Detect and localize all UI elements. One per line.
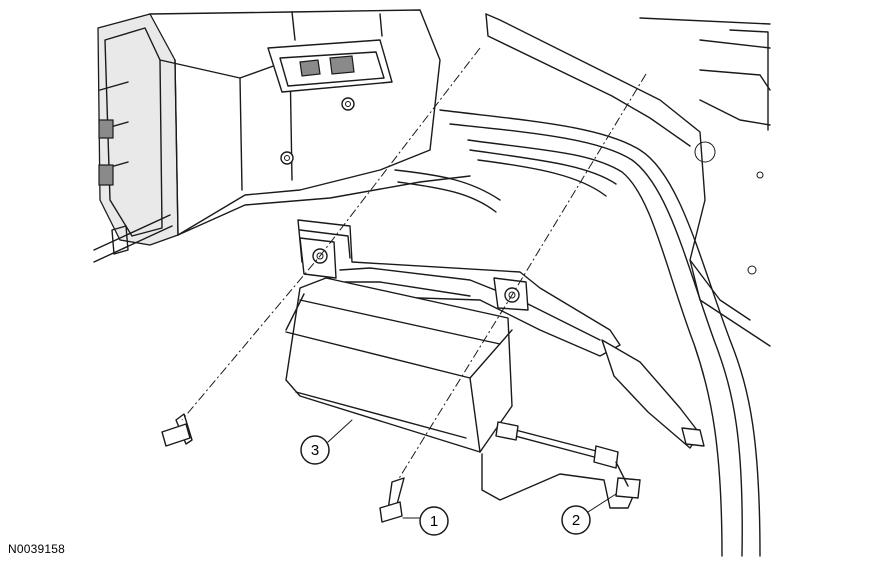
- instrument-panel-structure: [93, 9, 471, 263]
- callout-1: 1: [402, 506, 449, 536]
- bolt-lower: [379, 477, 405, 523]
- callout-2: 2: [561, 493, 617, 535]
- wiring-harness: [394, 109, 761, 557]
- callout-3: 3: [300, 419, 353, 465]
- figure-id: N0039158: [8, 542, 65, 556]
- bolt-upper-left: [161, 413, 193, 447]
- installation-centerlines: [181, 47, 647, 481]
- callout-2-number: 2: [572, 512, 580, 529]
- body-side-panel: [485, 13, 771, 347]
- electrical-connector: [481, 421, 641, 509]
- module: [285, 277, 513, 453]
- callout-1-number: 1: [430, 513, 438, 530]
- callout-3-number: 3: [311, 442, 319, 459]
